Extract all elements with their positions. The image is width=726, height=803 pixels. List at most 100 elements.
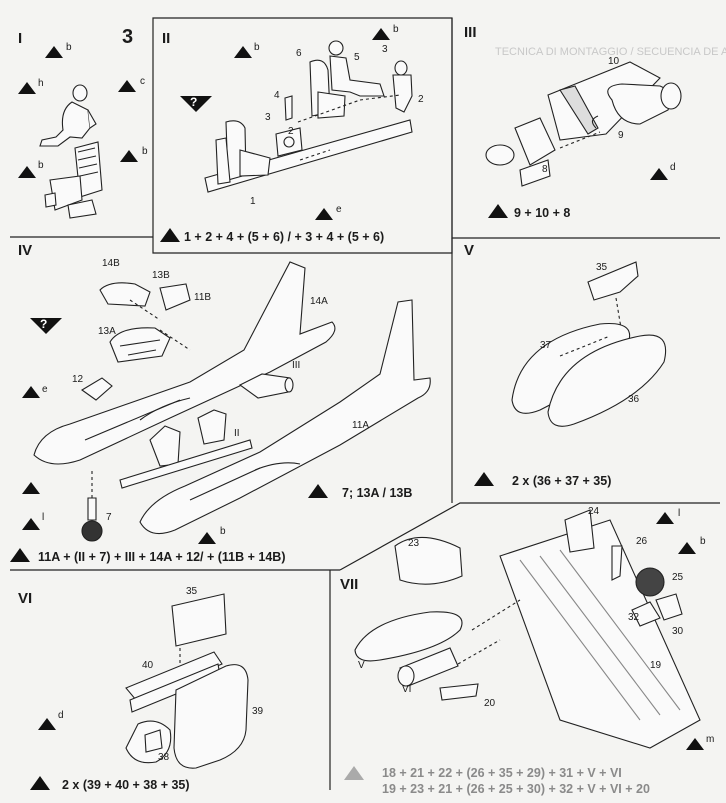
badge-ii-3: e: [336, 204, 342, 215]
note-iv: 7; 13A / 13B: [342, 486, 413, 500]
part-ii-1: 1: [250, 196, 256, 207]
panel-ii-drawings: [204, 40, 413, 193]
badge-vii-1: l: [678, 508, 681, 519]
icon-triangle-iv-b: [198, 532, 216, 544]
part-ii-2: 2: [418, 94, 424, 105]
part-35-vi: [171, 593, 227, 647]
part-iii-9: 9: [618, 130, 624, 141]
sequence-ii: 1 + 2 + 4 + (5 + 6) / + 3 + 4 + (5 + 6): [184, 230, 385, 244]
part-iv-11a: 11A: [352, 420, 370, 431]
part-26: [611, 545, 623, 581]
panel-iii-drawings: [485, 61, 682, 187]
control-stick: [284, 95, 293, 121]
part-iii-10: 10: [608, 56, 620, 67]
step-label-ii: II: [162, 30, 171, 47]
panel-v-drawings: [511, 261, 667, 427]
icon-triangle-ii-e: [315, 208, 333, 220]
icon-triangle-i-b3: [120, 150, 138, 162]
svg-text:?: ?: [40, 317, 47, 331]
seat-front: [215, 120, 271, 185]
part-vii-26: 26: [636, 536, 648, 547]
seat-rear: [309, 59, 346, 119]
part-ii-3b: 3: [265, 112, 271, 123]
engine-iii-mini: [238, 373, 294, 399]
seat-assembly-ii: [119, 409, 253, 489]
wing-19: [499, 519, 701, 749]
sequence-vii-2: 19 + 23 + 21 + (26 + 25 + 30) + 32 + V +…: [382, 782, 650, 796]
tank-v: [354, 611, 463, 662]
part-30: [655, 593, 683, 621]
icon-triangle-v-seq: [474, 472, 494, 486]
badge-vii-3: m: [706, 734, 715, 745]
nose-wheel-7: [81, 497, 103, 542]
part-ii-2b: 2: [288, 126, 294, 137]
step-label-vi: VI: [18, 590, 33, 607]
part-iv-7: 7: [106, 512, 112, 523]
part-vii-20: 20: [484, 698, 496, 709]
badge-iii: d: [670, 162, 676, 173]
part-ii-4: 4: [274, 90, 280, 101]
part-iv-iii: III: [292, 360, 301, 371]
sequence-vii-1: 18 + 21 + 22 + (26 + 35 + 29) + 31 + V +…: [382, 766, 622, 780]
icon-triangle-vi-d: [38, 718, 56, 730]
panel-frames: [10, 17, 720, 790]
badge-ii-1: b: [254, 42, 260, 53]
step-label-i: I: [18, 30, 23, 47]
sequence-v: 2 x (36 + 37 + 35): [512, 474, 612, 488]
icon-triangle-vii-m: [686, 738, 704, 750]
pilot-figure: [39, 84, 97, 147]
step-label-iv: IV: [18, 242, 33, 259]
part-iv-14b: 14B: [102, 258, 120, 269]
badge-iv-3: b: [220, 526, 226, 537]
part-32: [631, 601, 661, 627]
icon-triangle-i-h: [18, 82, 36, 94]
part-v-36: 36: [628, 394, 640, 405]
faint-header: TECNICA DI MONTAGGIO / SECUENCIA DE ARMA…: [495, 46, 726, 58]
part-vi-35: 35: [186, 586, 198, 597]
icon-triangle-iv-l: [22, 518, 40, 530]
icon-triangle-vii-seq: [344, 766, 364, 780]
canopy-13b: [159, 283, 191, 311]
pilot-standing: [328, 40, 385, 97]
badge-i-3: c: [140, 76, 145, 87]
step-label-vii: VII: [340, 576, 359, 593]
assembly-icons: [10, 28, 704, 790]
icon-triangle-iii-seq: [488, 204, 508, 218]
part-ii-3: 3: [382, 44, 388, 55]
canopy-13a: [109, 327, 171, 363]
part-24: [564, 509, 595, 553]
part-iv-14a: 14A: [310, 296, 328, 307]
question-icon-ii: [180, 96, 212, 112]
icon-triangle-iv-a: [22, 482, 40, 494]
sequence-iv: 11A + (II + 7) + III + 14A + 12/ + (11B …: [38, 550, 286, 564]
pilot-small: [392, 60, 413, 113]
icon-triangle-ii-seq: [160, 228, 180, 242]
instrument-panel: [275, 127, 303, 157]
badge-iv-1: e: [42, 384, 48, 395]
part-vi-39: 39: [252, 706, 264, 717]
step-label-v: V: [464, 242, 475, 259]
badge-ii-2: b: [393, 24, 399, 35]
part-vii-24: 24: [588, 506, 600, 517]
icon-triangle-i-c: [118, 80, 136, 92]
icon-triangle-iv-e: [22, 386, 40, 398]
badge-i-4: b: [38, 160, 44, 171]
panel-ii-frame: [152, 17, 453, 254]
canopy-14b: [99, 282, 151, 307]
panel-vii-top: [339, 502, 720, 571]
part-vii-19: 19: [650, 660, 662, 671]
part-vii-32: 32: [628, 612, 640, 623]
part-vii-30: 30: [672, 626, 684, 637]
panel-i-drawings: [39, 84, 103, 219]
part-20: [439, 683, 479, 701]
fuselage-right-half: [139, 299, 431, 535]
panel-vi-drawings: [125, 593, 249, 769]
icon-triangle-iv-note: [308, 484, 328, 498]
help-icons: ? ?: [30, 95, 212, 334]
wheel-25: [635, 567, 665, 597]
badge-i-5: b: [142, 146, 148, 157]
badge-vi: d: [58, 710, 64, 721]
part-iv-12: 12: [72, 374, 84, 385]
part-v-37: 37: [540, 340, 552, 351]
